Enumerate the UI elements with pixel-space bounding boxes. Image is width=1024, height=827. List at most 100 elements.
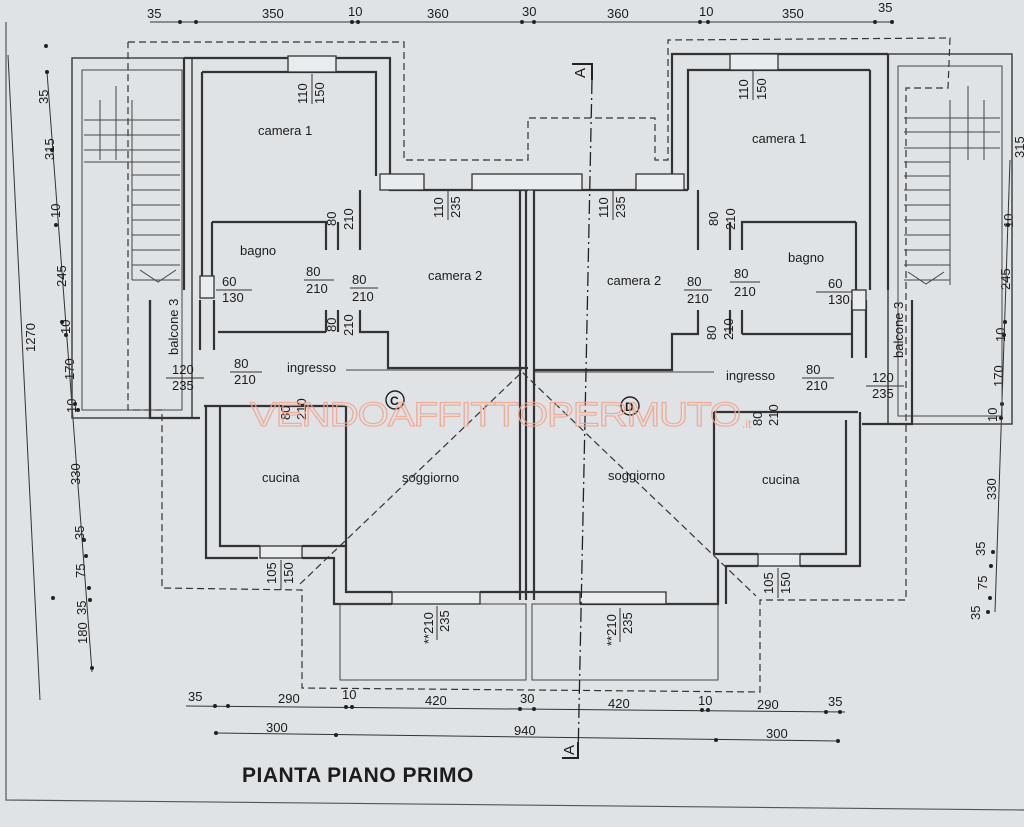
dimension-column-left: 1270 35 315 10 245 10 170 10 330 35 75 3…	[7, 44, 94, 701]
dim-left: 10	[48, 204, 63, 218]
opening-w: 80	[306, 264, 320, 279]
watermark: VENDOAFFITTOPERMUTO .it	[249, 395, 752, 434]
room-label-soggiorno-left: soggiorno	[402, 470, 459, 485]
opening-dimensions: 110 150 110 150 110 235 110 235 80 210 8…	[166, 70, 904, 646]
opening-h: 130	[828, 292, 850, 307]
section-label-bottom: A	[561, 745, 578, 755]
room-label-bagno-left: bagno	[240, 243, 276, 258]
sheet-border	[5, 22, 1024, 811]
opening-h: 150	[281, 562, 296, 584]
dim-left: 315	[42, 138, 57, 160]
dim-bottom: 420	[608, 696, 630, 711]
dim-left: 75	[73, 564, 88, 578]
dim-bottom: 300	[266, 720, 288, 735]
opening-h: 210	[234, 372, 256, 387]
dim-bottom: 35	[828, 694, 842, 709]
dim-left: 330	[68, 463, 83, 485]
ceiling-diagonals	[299, 369, 757, 597]
opening-h: 235	[620, 612, 635, 634]
watermark-suffix: .it	[742, 417, 752, 431]
room-label-bagno-right: bagno	[788, 250, 824, 265]
opening-w: 110	[596, 197, 611, 218]
dim-bottom: 300	[766, 726, 788, 741]
dim-left: 35	[36, 90, 51, 104]
dim-bottom: 940	[514, 723, 536, 738]
unit-marker-left-label: C	[390, 394, 399, 408]
opening-h: 235	[613, 196, 628, 218]
dim-right: 10	[993, 328, 1008, 342]
opening-h: 210	[341, 208, 356, 230]
opening-h: 235	[872, 386, 894, 401]
dim-top: 35	[147, 6, 161, 21]
dim-top: 35	[878, 0, 892, 15]
opening-w: 120	[872, 370, 894, 385]
opening-w: 105	[264, 562, 279, 584]
unit-marker-right: D	[620, 396, 640, 416]
dim-top: 360	[607, 6, 629, 21]
opening-h: 210	[721, 318, 736, 340]
dim-top: 30	[522, 4, 536, 19]
opening-w: 110	[295, 83, 310, 104]
unit-marker-right-label: D	[625, 400, 634, 414]
dim-left: 10	[58, 320, 73, 334]
room-label-cucina-left: cucina	[262, 470, 300, 485]
dim-right: 75	[975, 576, 990, 590]
opening-h: 210	[306, 281, 328, 296]
opening-w: 80	[750, 412, 765, 426]
unit-marker-left: C	[385, 390, 405, 410]
dim-top: 350	[782, 6, 804, 21]
dim-bottom: 290	[757, 697, 779, 712]
dim-right: 35	[973, 542, 988, 556]
opening-w: 80	[734, 266, 748, 281]
page-title: PIANTA PIANO PRIMO	[242, 764, 474, 787]
opening-w: 80	[806, 362, 820, 377]
room-label-camera2-right: camera 2	[607, 273, 661, 288]
opening-h: 210	[723, 208, 738, 230]
opening-h: 210	[294, 398, 309, 420]
opening-w: 120	[172, 362, 194, 377]
opening-w: 60	[222, 274, 236, 289]
opening-h: 235	[437, 610, 452, 632]
walls-left-unit	[148, 56, 720, 606]
dim-left: 245	[54, 265, 69, 287]
windows	[199, 53, 867, 605]
opening-h: 235	[172, 378, 194, 393]
dimension-row-bottom-1: 35 290 10 420 30 420 10 290 35	[185, 687, 846, 714]
dim-top: 360	[427, 6, 449, 21]
room-label-balcone-right: balcone 3	[891, 302, 906, 358]
dim-left: 35	[74, 601, 89, 615]
dim-bottom: 10	[698, 693, 712, 708]
room-label-camera2-left: camera 2	[428, 268, 482, 283]
room-label-camera1-left: camera 1	[258, 123, 312, 138]
dim-right: 10	[1001, 214, 1016, 228]
opening-w: **210	[421, 612, 436, 644]
dim-right: 315	[1012, 136, 1024, 158]
dim-left: 180	[75, 622, 90, 644]
dimension-row-bottom-2: 300 940 300	[214, 720, 840, 743]
opening-w: 110	[431, 197, 446, 218]
staircase-left	[71, 57, 193, 419]
room-label-balcone-left: balcone 3	[166, 299, 181, 355]
opening-w: 80	[352, 272, 366, 287]
opening-h: 150	[754, 78, 769, 100]
room-label-soggiorno-right: soggiorno	[608, 468, 665, 483]
roof-outline	[127, 37, 951, 693]
room-label-ingresso-left: ingresso	[287, 360, 336, 375]
dim-left: 170	[62, 358, 77, 380]
opening-w: 110	[736, 79, 751, 100]
staircase-right	[887, 53, 1013, 425]
opening-h: 210	[341, 314, 356, 336]
walls-right-unit	[532, 52, 914, 604]
dim-right: 10	[985, 408, 1000, 422]
opening-w: 60	[828, 276, 842, 291]
opening-h: 150	[778, 572, 793, 594]
dimension-row-top: 35 350 10 360 30 360 10 350 35	[147, 0, 894, 24]
opening-w: 105	[761, 572, 776, 594]
dim-bottom: 30	[520, 691, 534, 706]
opening-h: 210	[352, 289, 374, 304]
opening-w: 80	[704, 326, 719, 340]
dim-bottom: 420	[425, 693, 447, 708]
opening-h: 235	[448, 196, 463, 218]
opening-h: 210	[734, 284, 756, 299]
